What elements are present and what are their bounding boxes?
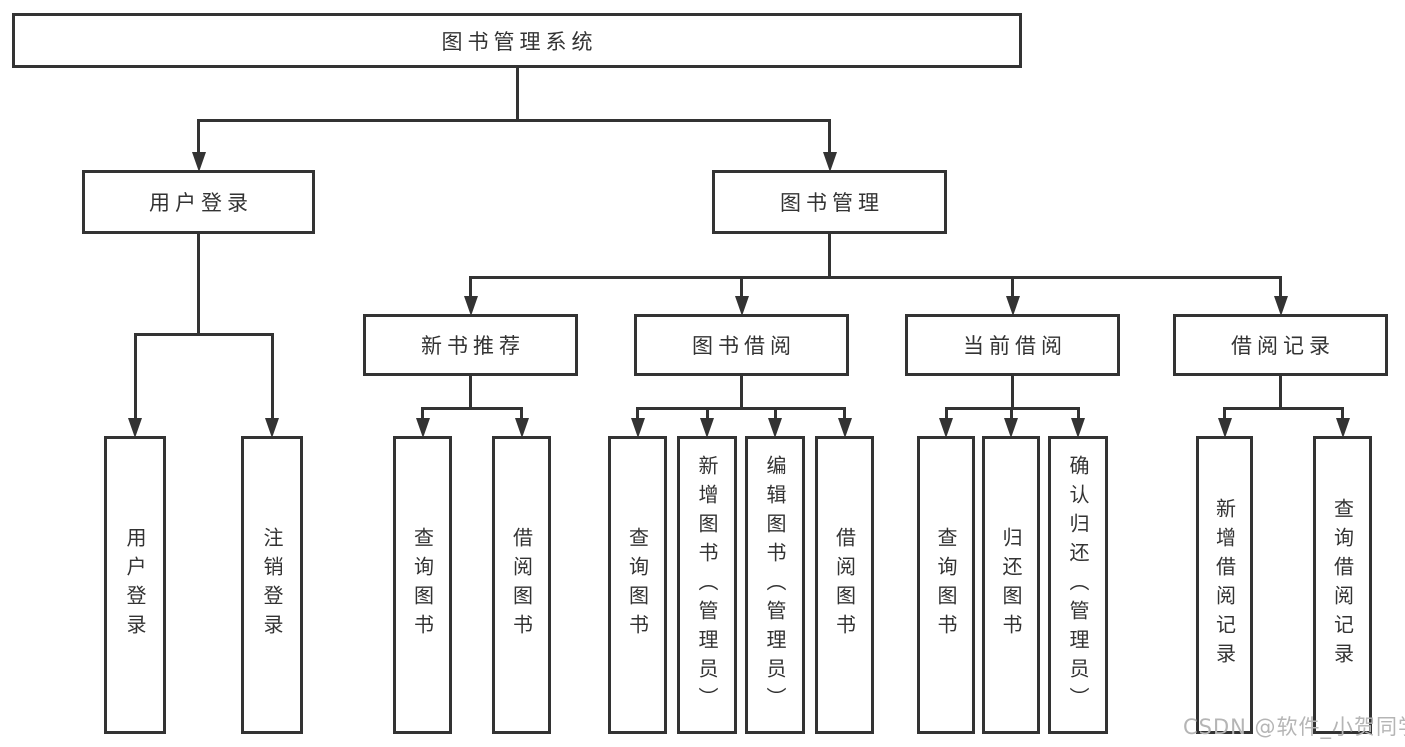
node-user-login-action: 用户登录	[104, 436, 166, 734]
connector-line	[1076, 408, 1080, 420]
node-label: 查询图书	[410, 527, 435, 643]
connector-line	[133, 332, 274, 336]
node-borrow-books-rec: 借阅图书	[492, 436, 551, 734]
connector-line	[421, 406, 523, 410]
connector-line	[843, 408, 846, 420]
arrow-down-icon	[1004, 418, 1018, 438]
connector-line	[515, 68, 519, 120]
node-borrowing-records: 借阅记录	[1173, 314, 1388, 376]
connector-line	[636, 406, 846, 410]
node-label: 图书管理系统	[441, 29, 598, 54]
arrow-down-icon	[1071, 418, 1085, 438]
connector-line	[469, 275, 1282, 279]
node-add-borrow-record: 新增借阅记录	[1196, 436, 1253, 734]
node-label: 借阅记录	[1231, 334, 1335, 358]
arrow-down-icon	[1273, 296, 1288, 316]
node-confirm-return-admin: 确认归还（管理员）	[1048, 436, 1108, 734]
node-label: 查询图书	[934, 527, 958, 643]
node-book-management: 图书管理	[712, 170, 947, 234]
node-label: 借阅图书	[509, 527, 534, 643]
node-query-books-current: 查询图书	[917, 436, 975, 734]
arrow-down-icon	[415, 418, 430, 438]
connector-line	[1279, 277, 1282, 298]
connector-line	[197, 120, 200, 154]
arrow-down-icon	[1217, 418, 1232, 438]
node-query-borrow-record: 查询借阅记录	[1313, 436, 1372, 734]
arrow-down-icon	[463, 296, 478, 316]
node-return-book: 归还图书	[982, 436, 1040, 734]
arrow-down-icon	[1335, 418, 1350, 438]
node-label: 注销登录	[260, 527, 284, 643]
arrow-down-icon	[128, 418, 142, 438]
connector-line	[197, 234, 200, 334]
connector-line	[705, 408, 709, 420]
node-user-login: 用户登录	[82, 170, 315, 234]
connector-line	[469, 277, 472, 298]
node-new-book-recommendation: 新书推荐	[363, 314, 578, 376]
node-label: 图书管理	[780, 191, 884, 215]
node-label: 图书借阅	[692, 334, 796, 358]
node-query-books-borrow: 查询图书	[608, 436, 667, 734]
node-label: 新增借阅记录	[1212, 498, 1237, 672]
node-label: 新增图书（管理员）	[695, 454, 719, 716]
connector-line	[1223, 408, 1226, 420]
arrow-down-icon	[1005, 296, 1020, 316]
connector-line	[1011, 376, 1014, 408]
node-label: 借阅图书	[832, 527, 857, 643]
connector-line	[133, 334, 137, 420]
connector-line	[270, 334, 274, 420]
node-label: 用户登录	[149, 191, 253, 215]
connector-line	[773, 408, 777, 420]
node-label: 查询图书	[625, 527, 650, 643]
node-label: 确认归还（管理员）	[1066, 454, 1090, 716]
arrow-down-icon	[837, 418, 852, 438]
node-label: 编辑图书（管理员）	[763, 454, 787, 716]
arrow-down-icon	[700, 418, 714, 438]
arrow-down-icon	[939, 418, 953, 438]
node-edit-book-admin: 编辑图书（管理员）	[745, 436, 805, 734]
connector-line	[1011, 277, 1014, 298]
arrow-down-icon	[265, 418, 279, 438]
connector-line	[828, 234, 831, 277]
connector-line	[197, 118, 831, 122]
connector-line	[740, 376, 743, 408]
node-library-management-system: 图书管理系统	[12, 13, 1022, 68]
connector-line	[740, 277, 743, 298]
arrow-down-icon	[514, 418, 529, 438]
node-label: 归还图书	[999, 527, 1023, 643]
connector-line	[520, 408, 523, 420]
arrow-down-icon	[768, 418, 782, 438]
node-current-borrowing: 当前借阅	[905, 314, 1120, 376]
node-logout-action: 注销登录	[241, 436, 303, 734]
arrow-down-icon	[191, 152, 206, 172]
connector-line	[1223, 406, 1344, 410]
node-borrow-books-borrow: 借阅图书	[815, 436, 874, 734]
node-label: 查询借阅记录	[1330, 498, 1355, 672]
connector-line	[1341, 408, 1344, 420]
node-add-book-admin: 新增图书（管理员）	[677, 436, 737, 734]
node-label: 新书推荐	[421, 334, 525, 358]
arrow-down-icon	[734, 296, 749, 316]
node-book-borrowing: 图书借阅	[634, 314, 849, 376]
arrow-down-icon	[630, 418, 645, 438]
connector-line	[421, 408, 424, 420]
arrow-down-icon	[822, 152, 837, 172]
connector-line	[1279, 376, 1282, 408]
watermark: CSDN @软件_小贺同学	[1183, 715, 1405, 739]
connector-line	[1009, 408, 1013, 420]
connector-line	[828, 120, 831, 154]
connector-line	[469, 376, 472, 408]
connector-line	[944, 408, 948, 420]
connector-line	[636, 408, 639, 420]
node-label: 用户登录	[123, 527, 147, 643]
node-query-books-rec: 查询图书	[393, 436, 452, 734]
node-label: 当前借阅	[963, 334, 1067, 358]
